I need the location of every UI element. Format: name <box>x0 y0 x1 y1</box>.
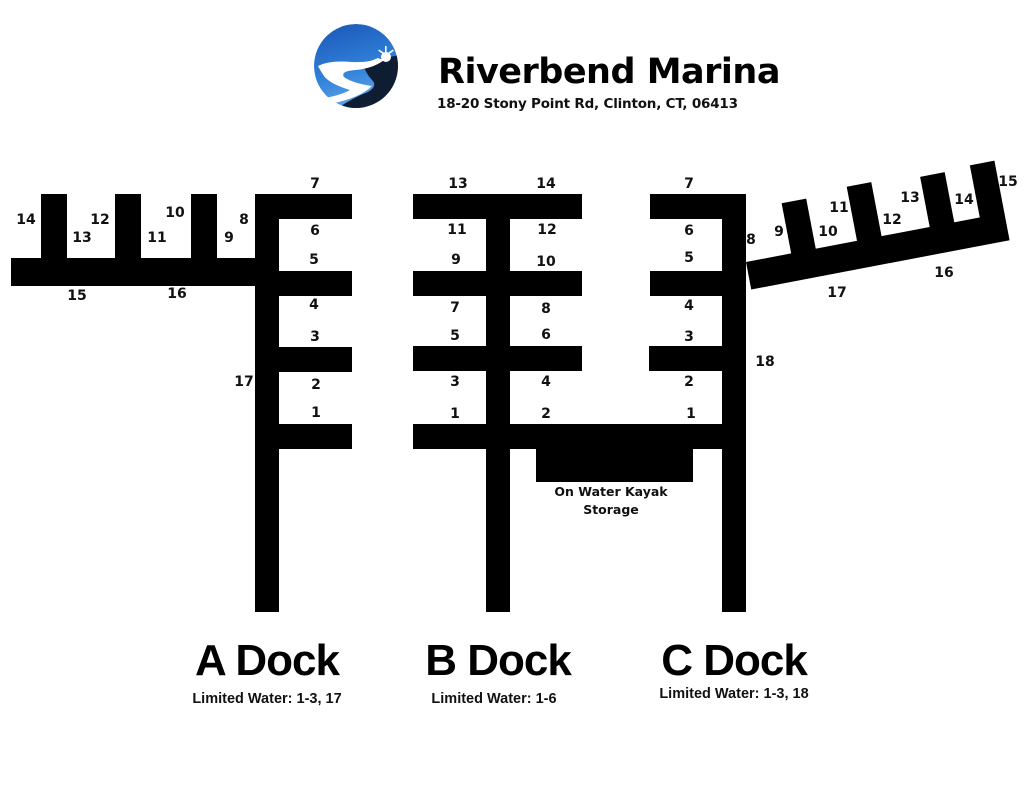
slip-label: 4 <box>684 298 694 314</box>
slip-label: 2 <box>684 374 694 390</box>
slip-label: 7 <box>310 176 320 192</box>
logo-sun-icon <box>378 46 394 62</box>
c-dock-east-finger <box>920 172 955 228</box>
slip-label: 13 <box>448 176 468 192</box>
slip-label: 10 <box>818 224 838 240</box>
c-dock-east-finger <box>969 160 1005 219</box>
slip-label: 3 <box>310 329 320 345</box>
slip-label: 17 <box>827 285 847 301</box>
slip-label: 14 <box>16 212 36 228</box>
slip-label: 1 <box>450 406 460 422</box>
slip-label: 1 <box>686 406 696 422</box>
slip-label: 9 <box>774 224 784 240</box>
c-dock-finger <box>650 271 722 296</box>
c-dock-east-finger <box>846 182 882 242</box>
slip-label: 13 <box>900 190 920 206</box>
slip-label: 5 <box>684 250 694 266</box>
slip-label: 15 <box>67 288 87 304</box>
slip-label: 2 <box>541 406 551 422</box>
slip-label: 14 <box>536 176 556 192</box>
a-dock-note: Limited Water: 1-3, 17 <box>192 691 342 707</box>
c-dock-note: Limited Water: 1-3, 18 <box>659 686 809 702</box>
a-dock <box>11 194 352 612</box>
a-dock-west-finger <box>115 194 141 258</box>
a-dock-finger <box>279 347 352 372</box>
slip-label: 5 <box>450 328 460 344</box>
slip-label: 12 <box>90 212 110 228</box>
kayak-storage-line1: On Water Kayak <box>554 484 668 499</box>
slip-label: 13 <box>72 230 92 246</box>
c-dock-east-finger <box>781 198 816 255</box>
slip-label: 18 <box>755 354 775 370</box>
b-dock-finger <box>413 346 486 371</box>
slip-label: 12 <box>882 212 902 228</box>
a-dock-finger <box>279 194 352 219</box>
b-dock-main-walkway <box>486 194 510 612</box>
slip-label: 10 <box>536 254 556 270</box>
slip-label: 8 <box>239 212 249 228</box>
a-dock-west-arm <box>11 258 255 286</box>
slip-label: 2 <box>311 377 321 393</box>
slip-label: 14 <box>954 192 974 208</box>
slip-label: 16 <box>934 265 954 281</box>
slip-label: 7 <box>684 176 694 192</box>
slip-label: 6 <box>310 223 320 239</box>
b-dock-finger <box>413 424 486 449</box>
a-dock-title: A Dock <box>195 636 340 685</box>
slip-label: 3 <box>450 374 460 390</box>
b-c-connector-walkway <box>510 424 722 449</box>
b-dock <box>413 194 722 612</box>
b-dock-top-bar <box>413 194 582 219</box>
a-dock-west-finger <box>41 194 67 258</box>
c-dock-east-walkway <box>746 212 1010 290</box>
slip-label: 9 <box>224 230 234 246</box>
slip-label: 8 <box>746 232 756 248</box>
page-title: Riverbend Marina <box>438 52 780 92</box>
slip-label: 12 <box>537 222 557 238</box>
marina-address: 18-20 Stony Point Rd, Clinton, CT, 06413 <box>437 96 738 112</box>
slip-label: 4 <box>541 374 551 390</box>
slip-label: 7 <box>450 300 460 316</box>
slip-label: 11 <box>147 230 167 246</box>
b-dock-finger <box>510 346 582 371</box>
kayak-storage-area <box>536 449 693 482</box>
slip-label: 5 <box>309 252 319 268</box>
slip-label: 11 <box>447 222 467 238</box>
slip-label: 1 <box>311 405 321 421</box>
slip-label: 9 <box>451 252 461 268</box>
slip-label: 8 <box>541 301 551 317</box>
slip-label: 17 <box>234 374 254 390</box>
a-dock-west-finger <box>191 194 217 258</box>
b-dock-title: B Dock <box>425 636 572 685</box>
slip-label: 11 <box>829 200 849 216</box>
a-dock-finger <box>279 424 352 449</box>
c-dock-main-walkway <box>722 194 746 612</box>
a-dock-finger <box>279 271 352 296</box>
slip-label: 6 <box>541 327 551 343</box>
a-dock-main-walkway <box>255 194 279 612</box>
slip-label: 10 <box>165 205 185 221</box>
logo-river-icon <box>314 58 384 104</box>
slip-label: 6 <box>684 223 694 239</box>
slip-label: 16 <box>167 286 187 302</box>
slip-label: 15 <box>998 174 1018 190</box>
logo-land <box>335 55 398 108</box>
c-dock-finger <box>649 346 722 371</box>
b-dock-note: Limited Water: 1-6 <box>431 691 557 707</box>
kayak-storage-label: On Water Kayak Storage <box>554 483 667 519</box>
c-dock <box>649 160 1010 612</box>
c-dock-east-arm <box>746 160 1010 290</box>
marina-logo <box>314 24 398 108</box>
b-dock-finger <box>413 271 486 296</box>
b-dock-finger <box>510 271 582 296</box>
kayak-storage-line2: Storage <box>583 502 639 517</box>
c-dock-finger <box>650 194 722 219</box>
c-dock-title: C Dock <box>661 636 808 685</box>
slip-label: 4 <box>309 297 319 313</box>
slip-label: 3 <box>684 329 694 345</box>
